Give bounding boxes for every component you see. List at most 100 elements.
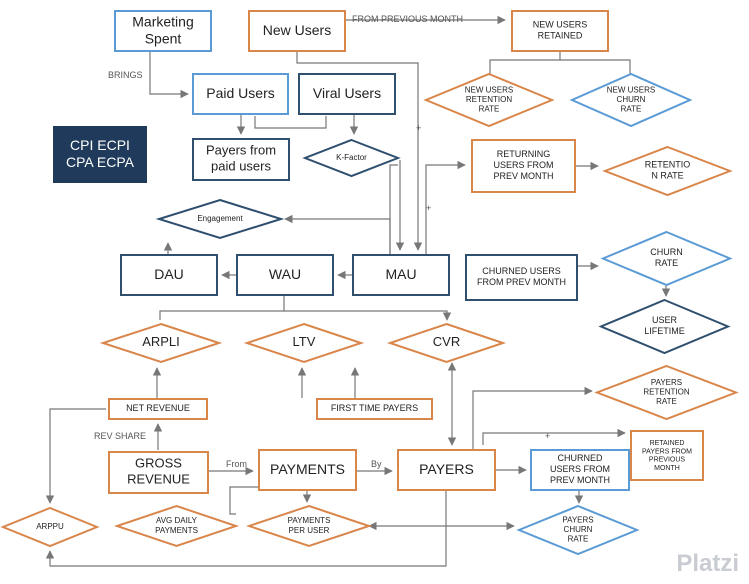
payers-label: PAYERS: [419, 461, 474, 477]
node-dau: DAU: [120, 254, 218, 296]
payments-per-user-label-line-2: PER USER: [289, 526, 330, 535]
cpi-box-label-line-2: CPA ECPA: [66, 154, 135, 170]
edge-label-brings: BRINGS: [108, 70, 143, 80]
new-users-retention-rate-label-line-3: RATE: [479, 105, 500, 114]
engagement-label-line-1: Engagement: [197, 214, 243, 223]
new-users-label-line-1: New Users: [263, 22, 331, 38]
new-users-churn-rate-diamond: [569, 72, 693, 128]
churned-users-label-line-1: CHURNED USERS: [482, 266, 561, 276]
gross-revenue-label-line-1: GROSS: [135, 456, 182, 471]
retained-payers-label-line-2: PAYERS FROM: [642, 448, 692, 455]
mau-label: MAU: [385, 266, 416, 282]
dau-box: [120, 254, 218, 296]
payments-label-line-1: PAYMENTS: [270, 461, 345, 477]
payers-box: [397, 449, 496, 491]
edge-34: [472, 386, 593, 451]
retention-rate-label-line-1: RETENTIO: [645, 160, 691, 170]
payments-box: [258, 449, 357, 491]
ltv-diamond: [243, 322, 365, 364]
engagement-label: Engagement: [197, 214, 243, 223]
churned-payers-box: [530, 449, 630, 491]
new-users-retained-label-line-2: RETAINED: [538, 31, 583, 41]
edge-label-from-previous-month: FROM PREVIOUS MONTH: [352, 14, 463, 24]
churned-users-label-line-2: FROM PREV MONTH: [477, 277, 566, 287]
avg-daily-payments-diamond: [113, 504, 240, 548]
edge-11: [425, 160, 466, 256]
node-payers: PAYERS: [397, 449, 496, 491]
cpi-box-box: [53, 126, 147, 183]
arppu-diamond: [0, 506, 100, 548]
edge-35: [482, 428, 626, 445]
net-revenue-box: [108, 398, 208, 420]
payers-from-paid-users-box: [192, 138, 290, 181]
viral-users-box: [298, 73, 396, 115]
ltv-label: LTV: [293, 334, 316, 349]
gross-revenue-label-line-2: REVENUE: [127, 472, 190, 487]
new-users-retention-rate-label-line-2: RETENTION: [466, 95, 512, 104]
user-lifetime-label-line-1: USER: [652, 315, 678, 325]
edge-8: [254, 116, 327, 129]
edges: [45, 15, 671, 567]
returning-users-label-line-1: RETURNING: [497, 150, 551, 160]
edge-label-rev-share: REV SHARE: [94, 431, 146, 441]
payments-per-user-label-line-1: PAYMENTS: [288, 516, 331, 525]
payers-churn-rate-diamond: [516, 504, 640, 556]
edge-label-plus-1: +: [416, 123, 421, 133]
edge-label-by: By: [371, 459, 382, 469]
paid-users-box: [192, 73, 289, 115]
engagement-diamond: [155, 198, 285, 240]
ltv-label-line-1: LTV: [293, 334, 316, 349]
edge-19: [159, 296, 285, 320]
payers-churn-rate-label-line-2: CHURN: [564, 525, 593, 534]
cpi-box-label-line-1: CPI ECPI: [70, 137, 130, 153]
churn-rate-label-line-1: CHURN: [650, 247, 683, 257]
new-users-retention-rate-label-line-1: NEW USERS: [465, 86, 513, 95]
node-mau: MAU: [352, 254, 450, 296]
retained-payers-label-line-3: PREVIOUS: [649, 457, 686, 464]
mau-label-line-1: MAU: [385, 266, 416, 282]
node-arpli: ARPLI: [99, 322, 223, 364]
churn-rate-diamond: [600, 230, 733, 287]
node-viral-users: Viral Users: [298, 73, 396, 115]
payments-per-user-diamond: [245, 504, 373, 548]
paid-users-label: Paid Users: [206, 85, 274, 101]
first-time-payers-label: FIRST TIME PAYERS: [331, 403, 418, 413]
platzi-watermark: Platzi: [676, 550, 739, 577]
payers-churn-rate-label-line-3: RATE: [568, 535, 589, 544]
user-lifetime-diamond: [598, 298, 731, 355]
churn-rate-label-line-2: RATE: [655, 258, 678, 268]
marketing-spent-label-line-2: Spent: [145, 30, 182, 46]
edge-label-plus-3: +: [545, 431, 550, 441]
payers-retention-rate-label-line-3: RATE: [656, 397, 677, 406]
edge-32: [229, 486, 258, 515]
arppu-label-line-1: ARPPU: [36, 522, 64, 531]
retained-payers-label-line-4: MONTH: [654, 465, 680, 472]
churned-payers-label-line-3: PREV MONTH: [550, 475, 610, 485]
avg-daily-payments-label-line-1: AVG DAILY: [156, 516, 198, 525]
wau-label: WAU: [269, 266, 301, 282]
returning-users-box: [471, 139, 576, 193]
payers-from-paid-users-label-line-1: Payers from: [206, 143, 276, 158]
payers-from-paid-users-label-line-2: paid users: [211, 159, 271, 174]
payers-retention-rate-label-line-1: PAYERS: [651, 378, 682, 387]
